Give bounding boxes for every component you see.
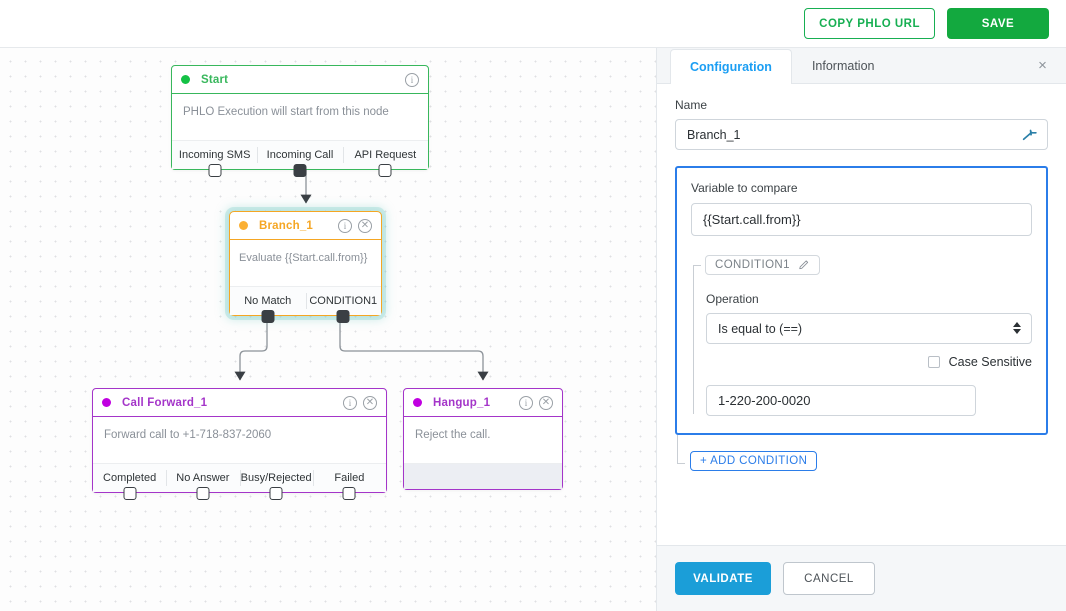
panel-tabs: Configuration Information ×	[657, 48, 1066, 84]
top-toolbar: COPY PHLO URL SAVE	[0, 0, 1066, 48]
close-icon[interactable]: ✕	[539, 395, 553, 410]
node-branch-title: Branch_1	[259, 219, 314, 232]
port-handle-incoming-sms[interactable]	[208, 164, 222, 177]
port-busy-rejected[interactable]: Busy/Rejected	[239, 464, 313, 500]
add-condition-row: + ADD CONDITION	[675, 435, 1048, 471]
port-incoming-sms[interactable]: Incoming SMS	[172, 141, 257, 177]
node-call-forward-title: Call Forward_1	[122, 396, 208, 409]
port-condition1[interactable]: CONDITION1	[305, 287, 382, 323]
info-icon[interactable]: i	[405, 72, 419, 87]
pencil-icon[interactable]	[798, 259, 810, 271]
port-label: No Match	[244, 295, 292, 307]
node-start-body: PHLO Execution will start from this node	[183, 106, 389, 118]
flow-canvas[interactable]: Start i PHLO Execution will start from t…	[0, 48, 656, 611]
operation-selected-value: Is equal to (==)	[718, 321, 803, 336]
port-incoming-call[interactable]: Incoming Call	[257, 141, 342, 177]
cancel-button[interactable]: CANCEL	[783, 562, 875, 595]
node-start-title: Start	[201, 73, 229, 86]
port-handle-condition1[interactable]	[336, 310, 350, 323]
node-start[interactable]: Start i PHLO Execution will start from t…	[171, 65, 429, 177]
condition-group: CONDITION1 Operation Is equal to (==)	[691, 255, 1032, 416]
info-icon[interactable]: i	[338, 218, 352, 233]
node-start-header: Start i	[172, 66, 428, 94]
node-branch[interactable]: Branch_1 i ✕ Evaluate {{Start.call.from}…	[229, 211, 382, 323]
info-icon[interactable]: i	[519, 395, 533, 410]
close-icon[interactable]: ✕	[358, 218, 372, 233]
status-dot-icon	[181, 75, 190, 84]
port-label: API Request	[354, 149, 417, 161]
case-sensitive-row: Case Sensitive	[706, 355, 1032, 369]
close-icon[interactable]: ✕	[363, 395, 377, 410]
port-failed[interactable]: Failed	[312, 464, 386, 500]
status-dot-icon	[239, 221, 248, 230]
node-hangup-body: Reject the call.	[415, 429, 491, 441]
tab-configuration[interactable]: Configuration	[670, 49, 792, 84]
copy-phlo-url-button[interactable]: COPY PHLO URL	[804, 8, 935, 39]
case-sensitive-label: Case Sensitive	[948, 355, 1032, 369]
node-start-ports: Incoming SMS Incoming Call API Request	[172, 140, 428, 177]
validate-button[interactable]: VALIDATE	[675, 562, 771, 595]
chevron-updown-icon	[1013, 322, 1021, 334]
port-label: No Answer	[176, 472, 230, 484]
port-handle-api-request[interactable]	[378, 164, 392, 177]
connector-branch-condition1-to-hangup	[339, 318, 489, 381]
compare-value-input[interactable]: 1-220-200-0020	[706, 385, 976, 416]
connector-branch-nomatch-to-callforward	[234, 318, 268, 381]
tab-information[interactable]: Information	[811, 59, 875, 73]
node-call-forward-body: Forward call to +1-718-837-2060	[104, 429, 272, 441]
port-handle-busy-rejected[interactable]	[269, 487, 283, 500]
add-condition-button[interactable]: + ADD CONDITION	[690, 451, 818, 471]
panel-content: Name Branch_1 Variable to compare {{Star…	[657, 84, 1066, 569]
node-branch-header: Branch_1 i ✕	[230, 212, 381, 240]
node-hangup-header: Hangup_1 i ✕	[404, 389, 562, 417]
condition-chip-label: CONDITION1	[715, 259, 790, 271]
variable-to-compare-input[interactable]: {{Start.call.from}}	[691, 203, 1032, 236]
node-hangup-title: Hangup_1	[433, 396, 491, 409]
port-completed[interactable]: Completed	[93, 464, 166, 500]
port-handle-no-answer[interactable]	[196, 487, 210, 500]
port-label: Busy/Rejected	[240, 472, 312, 484]
close-panel-icon[interactable]: ×	[1038, 57, 1047, 74]
panel-footer: VALIDATE CANCEL	[657, 545, 1066, 611]
name-field-row: Branch_1	[675, 119, 1048, 150]
name-input[interactable]: Branch_1	[675, 119, 1048, 150]
node-branch-ports: No Match CONDITION1	[230, 286, 382, 323]
port-label: Incoming Call	[266, 149, 334, 161]
node-branch-body: Evaluate {{Start.call.from}}	[239, 252, 368, 264]
info-icon[interactable]: i	[343, 395, 357, 410]
port-label: Completed	[103, 472, 157, 484]
port-no-answer[interactable]: No Answer	[166, 464, 239, 500]
port-api-request[interactable]: API Request	[342, 141, 428, 177]
save-button[interactable]: SAVE	[947, 8, 1049, 39]
port-no-match[interactable]: No Match	[230, 287, 306, 323]
node-call-forward-header: Call Forward_1 i ✕	[93, 389, 386, 417]
node-call-forward[interactable]: Call Forward_1 i ✕ Forward call to +1-71…	[92, 388, 387, 500]
case-sensitive-checkbox[interactable]	[927, 356, 940, 368]
condition-chip[interactable]: CONDITION1	[705, 255, 820, 275]
node-hangup-ports	[404, 463, 562, 489]
variable-to-compare-label: Variable to compare	[691, 181, 798, 195]
status-dot-icon	[413, 398, 422, 407]
port-handle-completed[interactable]	[123, 487, 137, 500]
name-label: Name	[675, 98, 708, 112]
port-label: Incoming SMS	[178, 149, 251, 161]
configuration-panel: Configuration Information × Name Branch_…	[656, 48, 1066, 611]
port-handle-failed[interactable]	[342, 487, 356, 500]
port-label: CONDITION1	[309, 295, 378, 307]
port-label: Failed	[334, 472, 365, 484]
port-handle-incoming-call[interactable]	[293, 164, 307, 177]
port-handle-no-match[interactable]	[261, 310, 275, 323]
status-dot-icon	[102, 398, 111, 407]
magic-wand-icon[interactable]	[1021, 126, 1038, 143]
operation-label: Operation	[706, 292, 759, 306]
operation-select[interactable]: Is equal to (==)	[706, 313, 1032, 344]
node-call-forward-ports: Completed No Answer Busy/Rejected Failed	[93, 463, 386, 500]
condition-editor-box: Variable to compare {{Start.call.from}} …	[675, 166, 1048, 435]
node-hangup[interactable]: Hangup_1 i ✕ Reject the call.	[403, 388, 563, 490]
